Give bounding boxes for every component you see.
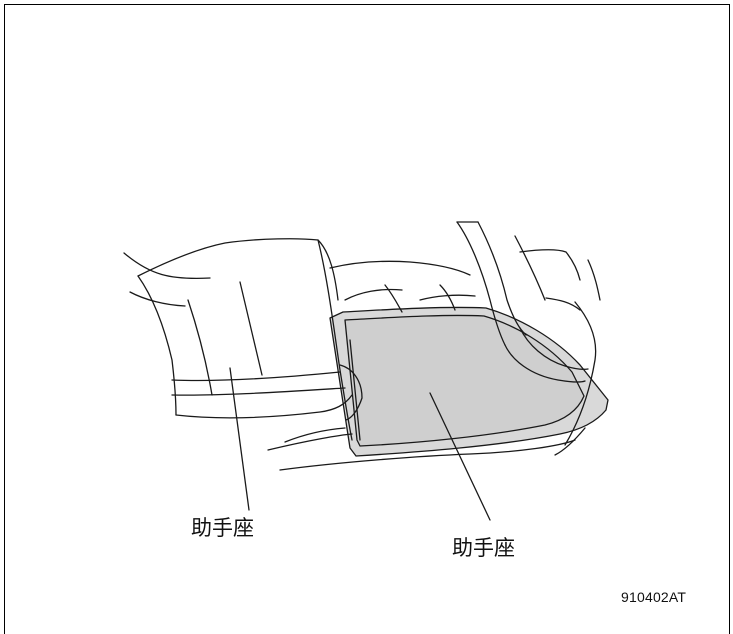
leader-line-left xyxy=(229,367,250,511)
seat-back-panel xyxy=(519,249,581,281)
right-trim-3 xyxy=(554,427,586,456)
seat-mat-inner xyxy=(344,314,585,447)
seat-back-left-rail xyxy=(456,221,506,346)
seat-back-side xyxy=(514,235,546,301)
seat-mat-inner-edge xyxy=(349,339,361,441)
front-cushion-crease-1 xyxy=(187,299,213,396)
cloth-top-3 xyxy=(419,294,476,301)
cloth-top-2 xyxy=(344,288,403,301)
floor-line-1 xyxy=(267,433,353,451)
callout-left-label: 助手座 xyxy=(191,516,254,540)
floor-line-2 xyxy=(279,439,576,471)
seat-back-right-rail xyxy=(477,221,527,336)
cloth-top-1 xyxy=(329,260,471,276)
front-cushion-left xyxy=(137,275,177,416)
front-cushion-band-2 xyxy=(171,387,346,396)
rear-cushion-edge xyxy=(123,252,211,280)
seat-back-panel-2 xyxy=(545,297,581,311)
front-cushion-bottom xyxy=(175,394,353,419)
front-cushion-band-1 xyxy=(171,371,341,382)
cloth-top-5 xyxy=(439,284,456,311)
seat-back-curve xyxy=(504,344,586,383)
cloth-top-4 xyxy=(384,284,403,313)
floor-line-3 xyxy=(284,427,346,443)
right-trim-1 xyxy=(587,259,601,301)
front-cushion-top xyxy=(137,238,339,301)
front-cushion-flap xyxy=(339,364,363,421)
right-trim-2 xyxy=(564,301,597,446)
leader-line-right xyxy=(429,392,491,521)
front-cushion-right xyxy=(317,239,353,441)
callout-right-label: 助手座 xyxy=(452,536,515,560)
front-cushion-crease-2 xyxy=(239,281,263,376)
rear-cushion-edge-2 xyxy=(129,291,186,307)
figure-code: 910402AT xyxy=(621,589,687,605)
seat-back-curve-inner xyxy=(519,327,589,371)
figure-frame xyxy=(4,4,730,634)
